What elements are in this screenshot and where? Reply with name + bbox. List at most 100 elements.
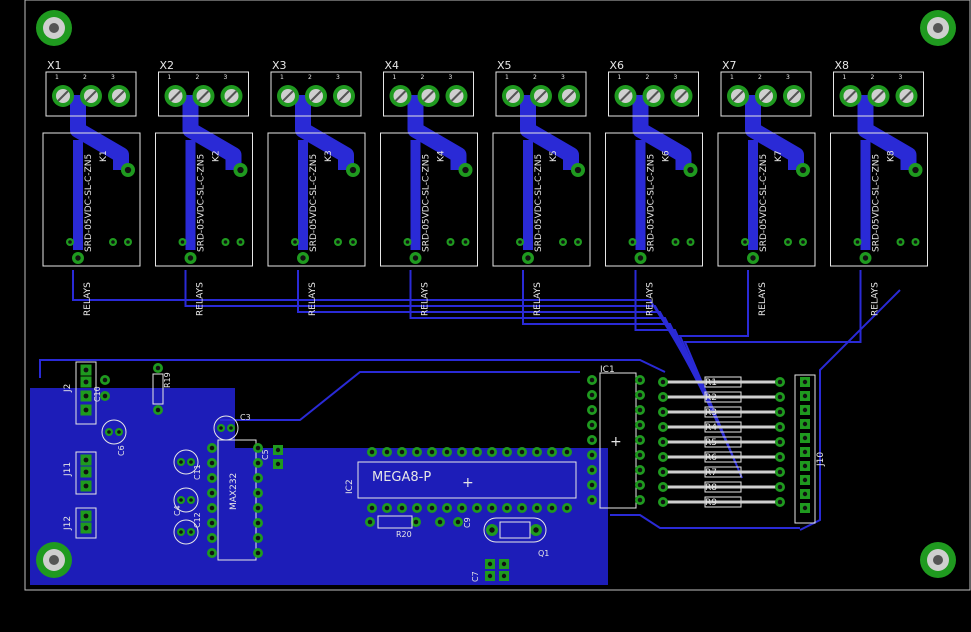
resistor-pad	[658, 437, 668, 447]
j12-label: J12	[63, 516, 73, 531]
screw-terminal	[445, 85, 468, 107]
terminal-pin-number: 2	[646, 74, 650, 81]
relay-pad	[124, 238, 132, 246]
max232-pin	[253, 503, 263, 513]
relay-pad	[236, 238, 245, 246]
max232-pin	[253, 443, 263, 453]
terminal-pin-number: 2	[83, 74, 87, 81]
resistor-label: R1	[705, 378, 717, 388]
ic1-pin	[635, 405, 645, 415]
terminal-pin-number: 3	[786, 74, 790, 81]
cap-pad	[217, 424, 225, 432]
max232-pin	[207, 533, 217, 543]
ic1-pin	[635, 390, 645, 400]
connector-label: X1	[47, 59, 62, 72]
resistor-pad	[658, 467, 668, 477]
relay-part-label: SRD-05VDC-SL-C-ZN5	[872, 154, 882, 252]
relay-pad	[859, 252, 872, 264]
resistor-pad	[775, 467, 785, 477]
relay-ref-label: K1	[99, 150, 109, 162]
ic1-pin	[587, 435, 597, 445]
ic1-pin	[635, 375, 645, 385]
relay-ref-label: K4	[437, 150, 447, 162]
cap-pad	[105, 428, 113, 436]
relay-pad	[853, 238, 862, 246]
relay-package-label: RELAYS	[196, 282, 206, 316]
ic2-pin	[457, 447, 467, 457]
r20-label: R20	[396, 530, 412, 539]
relay-part-label: SRD-05VDC-SL-C-ZN5	[422, 154, 432, 252]
electrolytic-capacitor	[173, 519, 199, 545]
screw-terminal	[839, 85, 862, 107]
ic2-pin	[502, 447, 512, 457]
c11-label: C11	[193, 464, 202, 480]
ic2-pin	[382, 447, 392, 457]
relay-ref-label: K6	[662, 150, 672, 162]
ic1-pin	[587, 450, 597, 460]
max232-chip: MAX232	[207, 439, 263, 561]
relay-pad	[109, 238, 117, 246]
relay-part-label: SRD-05VDC-SL-C-ZN5	[647, 154, 657, 252]
left-connectors: J2 J11 J12	[63, 361, 542, 581]
terminal-pin-number: 3	[561, 74, 565, 81]
r20-pad	[411, 517, 421, 527]
max232-pin	[253, 548, 263, 558]
j10-label: J10	[816, 452, 826, 467]
svg-text:+: +	[610, 434, 622, 450]
terminal-pin-number: 3	[899, 74, 903, 81]
resistor-label: R9	[705, 498, 717, 508]
ic2-pin	[487, 503, 497, 513]
screw-terminal	[417, 85, 440, 107]
terminal-pin-number: 2	[533, 74, 537, 81]
resistor-label: R6	[705, 453, 717, 463]
terminal-pin-number: 2	[196, 74, 200, 81]
electrolytic-capacitor	[213, 415, 239, 441]
cap-pad	[187, 528, 195, 536]
relay-pad	[628, 238, 637, 246]
q1-pad	[530, 524, 542, 536]
connector-label: X7	[722, 59, 737, 72]
terminal-pin-number: 3	[336, 74, 340, 81]
r20-pad	[365, 517, 375, 527]
ic2-pin	[532, 503, 542, 513]
relay-pad	[799, 238, 807, 246]
q1-pad	[486, 524, 498, 536]
resistor-label: R3	[705, 408, 717, 418]
j10-header: J10	[794, 374, 826, 524]
terminal-pin-number: 2	[758, 74, 762, 81]
screw-terminal	[558, 85, 580, 107]
max232-pin	[207, 443, 217, 453]
relay-pad	[458, 163, 473, 177]
relay-pad	[522, 252, 534, 264]
ic2-pin	[562, 503, 572, 513]
relay-pad	[683, 163, 698, 177]
relay-package-label: RELAYS	[421, 282, 431, 316]
screw-terminal	[220, 85, 243, 107]
resistor-pad	[775, 482, 785, 492]
cap-pad	[115, 428, 123, 436]
screw-terminal	[614, 85, 637, 107]
ic2-pin	[547, 447, 557, 457]
ic1-pin	[587, 390, 597, 400]
screw-terminal	[52, 85, 74, 107]
resistor-pad	[658, 482, 668, 492]
max232-pin	[207, 518, 217, 528]
electrolytic-capacitor	[101, 419, 127, 445]
relay-part-label: SRD-05VDC-SL-C-ZN5	[759, 154, 769, 252]
max232-pin	[207, 458, 217, 468]
ic2-pin	[427, 447, 437, 457]
board-outline	[24, 0, 971, 591]
ic1-pin	[635, 495, 645, 505]
relay-package-label: RELAYS	[83, 282, 93, 316]
r19-pad	[153, 405, 163, 415]
screw-terminal	[530, 85, 552, 107]
ic1-pin	[587, 405, 597, 415]
max232-pin	[253, 458, 263, 468]
